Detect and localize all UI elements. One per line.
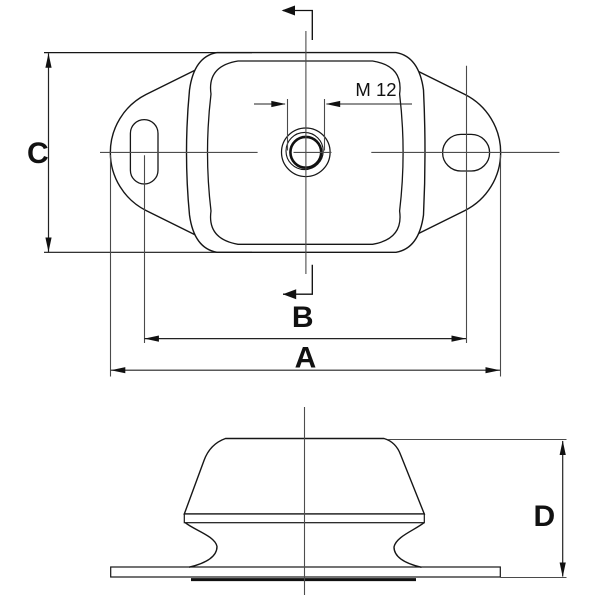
svg-text:M 12: M 12 xyxy=(355,79,396,100)
svg-text:A: A xyxy=(295,342,317,375)
svg-text:C: C xyxy=(27,137,49,170)
svg-text:B: B xyxy=(292,301,314,334)
svg-text:D: D xyxy=(534,500,556,533)
